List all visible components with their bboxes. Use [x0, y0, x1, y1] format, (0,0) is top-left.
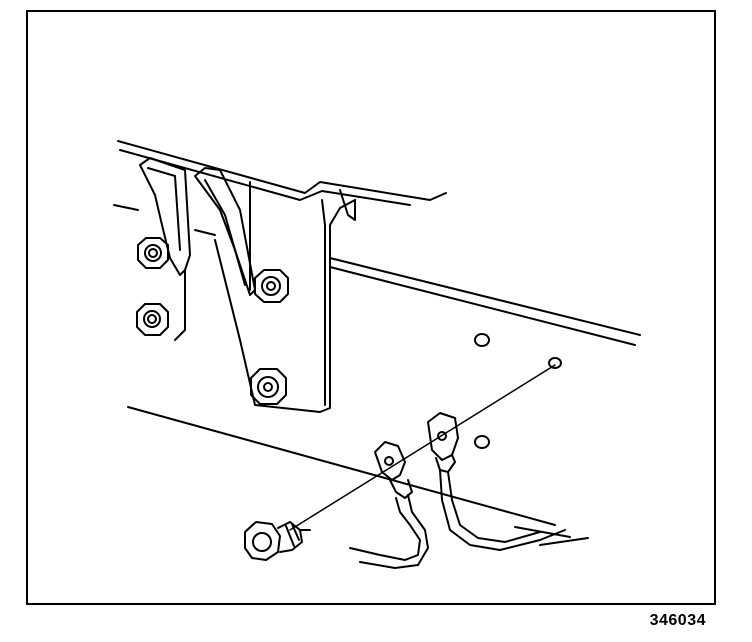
ground-screw-icon: [244, 521, 311, 561]
bolt-icon: [137, 237, 169, 269]
floor-lines: [127, 406, 589, 546]
bolt-icon: [254, 269, 289, 303]
ring-terminal-icon: [349, 441, 429, 569]
figure-id-label: 346034: [649, 612, 706, 629]
bolt-icon: [250, 368, 287, 405]
upper-panel-outline: [113, 140, 641, 346]
mounting-bracket-icon: [139, 157, 356, 413]
ring-terminal-icon: [427, 412, 566, 551]
panel-holes: [474, 333, 562, 449]
alignment-centerline: [289, 364, 556, 531]
bolt-icon: [136, 303, 169, 336]
